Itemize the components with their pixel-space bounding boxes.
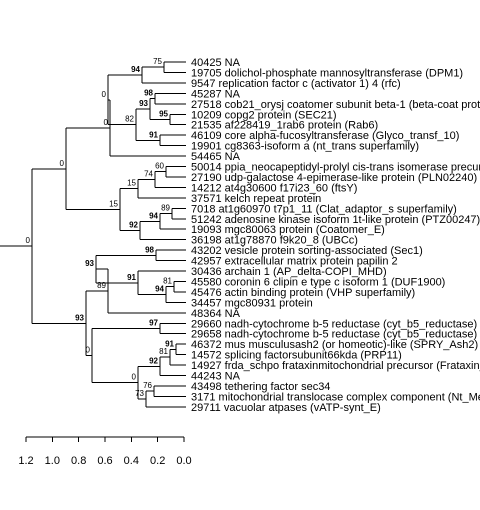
axis-tick-label: 0.0 — [176, 455, 191, 467]
support-value: 94 — [155, 285, 164, 294]
leaf-label: 48364 NA — [191, 308, 241, 320]
support-value: 93 — [139, 99, 148, 108]
leaf-label: 45287 NA — [191, 88, 241, 100]
support-value: 98 — [144, 89, 153, 98]
leaf-label: 19901 cg8363-isoform a (nt_trans superfa… — [191, 141, 419, 153]
support-value: 92 — [149, 356, 158, 365]
support-value: 0 — [26, 236, 31, 245]
support-value: 97 — [149, 318, 158, 327]
leaf-label: 7018 at1g60970 t7p1_11 (Clat_adaptor_s s… — [191, 203, 457, 215]
axis-tick-label: 1.2 — [18, 455, 33, 467]
leaf-label: 46109 core alpha-fucosyltransferase (Gly… — [191, 130, 459, 142]
support-value: 0 — [86, 346, 91, 355]
support-value: 15 — [127, 179, 136, 188]
support-value: 76 — [143, 381, 152, 390]
support-value: 93 — [85, 259, 94, 268]
support-value: 81 — [163, 277, 172, 286]
leaf-label: 19093 mgc80063 protein (Coatomer_E) — [191, 224, 385, 236]
support-value: 75 — [153, 57, 162, 66]
leaf-label: 21535 af228419_1rab6 protein (Rab6) — [191, 120, 378, 132]
leaf-label: 43202 vesicle protein sorting-associated… — [191, 245, 423, 257]
axis-tick-label: 1.0 — [45, 455, 60, 467]
support-value: 0 — [104, 118, 109, 127]
leaf-label: 50014 ppia_neocapeptidyl-prolyl cis-tran… — [191, 162, 480, 174]
support-value: 82 — [125, 115, 134, 124]
leaf-label: 14572 splicing factorsubunit66kda (PRP11… — [191, 350, 402, 362]
leaf-label: 9547 replication factor c (activator 1) … — [191, 78, 401, 90]
leaf-label: 45476 actin binding protein (VHP superfa… — [191, 287, 415, 299]
leaf-label: 42957 extracellular matrix protein papil… — [191, 256, 398, 268]
distance-scale-axis: 1.2 1.0 0.8 0.6 0.4 0.2 0.0 — [18, 436, 192, 467]
axis-tick-label: 0.2 — [150, 455, 165, 467]
leaf-label: 14927 frda_schpo frataxinmitochondrial p… — [191, 360, 480, 372]
axis-tick-label: 0.8 — [71, 455, 86, 467]
support-value: 89 — [161, 204, 170, 213]
leaf-label: 3171 mitochondrial translocase complex c… — [191, 391, 480, 403]
leaf-label: 44243 NA — [191, 371, 241, 383]
support-value: 73 — [135, 389, 144, 398]
support-value: 89 — [97, 281, 106, 290]
leaf-label: 27518 cob21_orysj coatomer subunit beta-… — [191, 99, 480, 111]
axis-tick-label: 0.4 — [124, 455, 139, 467]
leaf-label: 30436 archain 1 (AP_delta-COPI_MHD) — [191, 266, 387, 278]
support-value: 0 — [60, 159, 65, 168]
leaf-label: 46372 mus musculusash2 (or homeotic)-lik… — [191, 339, 478, 351]
support-value: 91 — [165, 339, 174, 348]
leaf-label: 54465 NA — [191, 151, 241, 163]
tree-branches — [0, 61, 186, 408]
leaf-label: 51242 adenosine kinase isoform 1t-like p… — [191, 214, 480, 226]
support-value: 60 — [155, 162, 164, 171]
leaf-label: 45580 coronin 6 clipin e type c isoform … — [191, 276, 445, 288]
support-value: 74 — [144, 170, 153, 179]
support-value: 0 — [132, 373, 137, 382]
support-value: 94 — [131, 65, 140, 74]
leaf-label: 10209 copg2 protein (SEC21) — [191, 109, 337, 121]
support-value: 81 — [159, 347, 168, 356]
leaf-label: 19705 dolichol-phosphate mannosyltransfe… — [191, 67, 463, 79]
leaf-label: 29658 nadh-cytochrome b-5 reductase (cyt… — [191, 329, 477, 341]
support-value: 91 — [149, 130, 158, 139]
support-value: 93 — [75, 313, 84, 322]
leaf-label: 34457 mgc80931 protein — [191, 297, 313, 309]
leaf-label: 14212 at4g30600 f17i23_60 (ftsY) — [191, 182, 357, 194]
support-value: 94 — [149, 211, 158, 220]
leaf-label: 43498 tethering factor sec34 — [191, 381, 330, 393]
support-value: 15 — [109, 200, 118, 209]
leaf-label: 29711 vacuolar atpases (vATP-synt_E) — [191, 402, 381, 414]
support-value: 0 — [102, 90, 107, 99]
leaf-label: 27190 udp-galactose 4-epimerase-like pro… — [191, 172, 477, 184]
support-value: 92 — [129, 221, 138, 230]
axis-tick-label: 0.6 — [97, 455, 112, 467]
support-value: 98 — [145, 245, 154, 254]
leaf-label: 29660 nadh-cytochrome b-5 reductase (cyt… — [191, 318, 477, 330]
leaf-label: 40425 NA — [191, 57, 241, 69]
support-value: 91 — [127, 273, 136, 282]
support-values: 7594989593918200607489941592150988194919… — [26, 57, 175, 398]
leaf-label: 37571 kelch repeat protein — [191, 193, 321, 205]
support-value: 95 — [159, 109, 168, 118]
leaf-label: 36198 at1g78870 f9k20_8 (UBCc) — [191, 235, 358, 247]
